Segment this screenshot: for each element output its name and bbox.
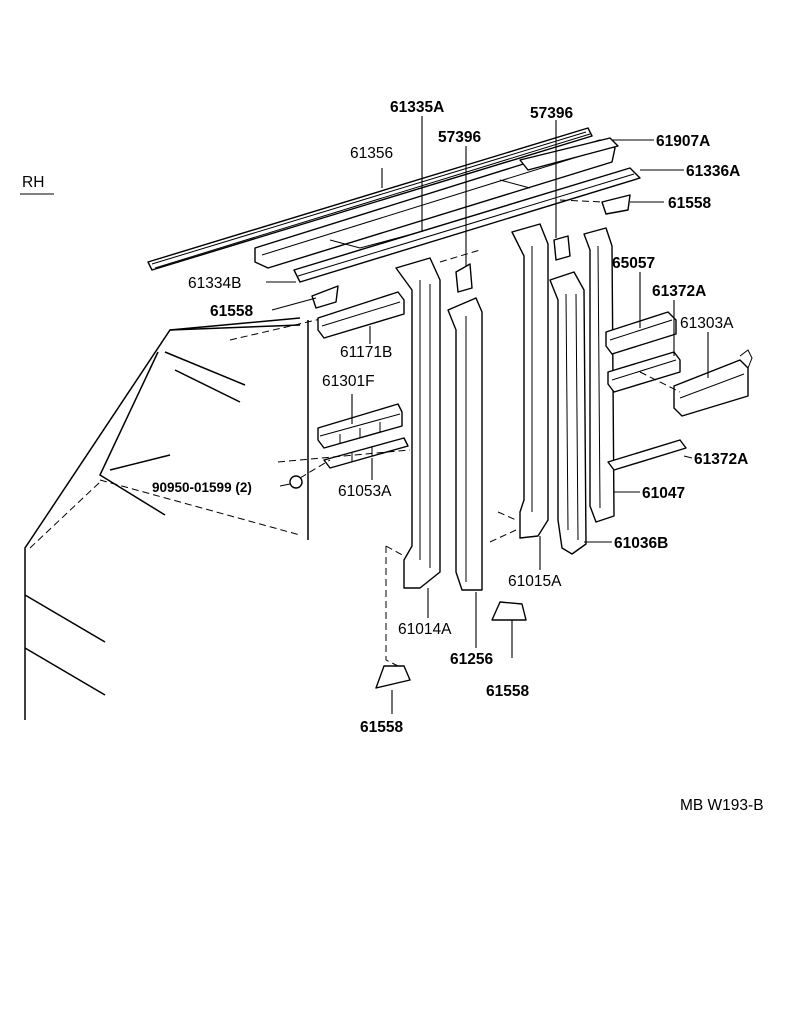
label-61303A: 61303A <box>680 315 734 332</box>
gusset-61558-center <box>491 601 527 621</box>
roof-rail-61907A <box>519 137 619 171</box>
label-61015A: 61015A <box>508 573 562 590</box>
vehicle-body-outline <box>24 317 326 720</box>
reinforcement-61301F <box>317 403 403 449</box>
guide-line <box>385 545 405 557</box>
label-65057: 65057 <box>612 255 655 272</box>
bracket-57396-left <box>455 263 473 293</box>
label-57396-right: 57396 <box>530 105 573 122</box>
pillar-61047 <box>583 227 615 523</box>
label-61171B: 61171B <box>340 344 392 361</box>
label-61014A: 61014A <box>398 621 452 638</box>
label-61372A-lower: 61372A <box>694 451 748 468</box>
label-61334B: 61334B <box>188 275 241 292</box>
rail-61372A-lower <box>607 439 687 471</box>
label-61036B: 61036B <box>614 535 668 552</box>
label-61372A-upper: 61372A <box>652 283 706 300</box>
label-61356: 61356 <box>350 145 393 162</box>
label-61053A: 61053A <box>338 483 392 500</box>
label-90950-01599: 90950-01599 (2) <box>152 480 252 495</box>
label-61047: 61047 <box>642 485 685 502</box>
clip-90950-01599 <box>289 475 303 489</box>
pillar-61014A <box>395 257 441 589</box>
bracket-57396-right <box>553 235 571 261</box>
guide-line <box>639 371 681 393</box>
guide-line <box>489 529 517 543</box>
gusset-61558-bottom <box>375 665 411 689</box>
reinforcement-61171B <box>317 291 405 339</box>
side-label: RH <box>22 174 44 191</box>
label-61335A: 61335A <box>390 99 444 116</box>
label-57396-left: 57396 <box>438 129 481 146</box>
reinforcement-61053A <box>323 437 409 469</box>
guide-line <box>497 511 517 521</box>
label-61558-topright: 61558 <box>668 195 711 212</box>
pillar-61256 <box>447 297 483 591</box>
label-61256: 61256 <box>450 651 493 668</box>
label-61336A: 61336A <box>686 163 740 180</box>
pillar-61015A <box>511 223 549 539</box>
rail-61303A <box>673 349 753 417</box>
diagram-code: MB W193-B <box>680 797 764 814</box>
rail-65057 <box>605 311 677 355</box>
guide-line <box>385 546 399 667</box>
gusset-61558-topright <box>601 194 631 215</box>
label-61907A: 61907A <box>656 133 710 150</box>
gusset-61558-left <box>311 285 339 309</box>
rail-61372A-upper <box>607 351 681 393</box>
guide-line <box>559 199 605 203</box>
guide-line <box>439 249 481 263</box>
leader-lines <box>266 116 709 714</box>
label-61558-bottom: 61558 <box>360 719 403 736</box>
pillar-61036B <box>549 271 587 555</box>
label-61558-left: 61558 <box>210 303 253 320</box>
label-61558-center: 61558 <box>486 683 529 700</box>
roof-rail-61356 <box>147 127 593 271</box>
label-61301F: 61301F <box>322 373 375 390</box>
